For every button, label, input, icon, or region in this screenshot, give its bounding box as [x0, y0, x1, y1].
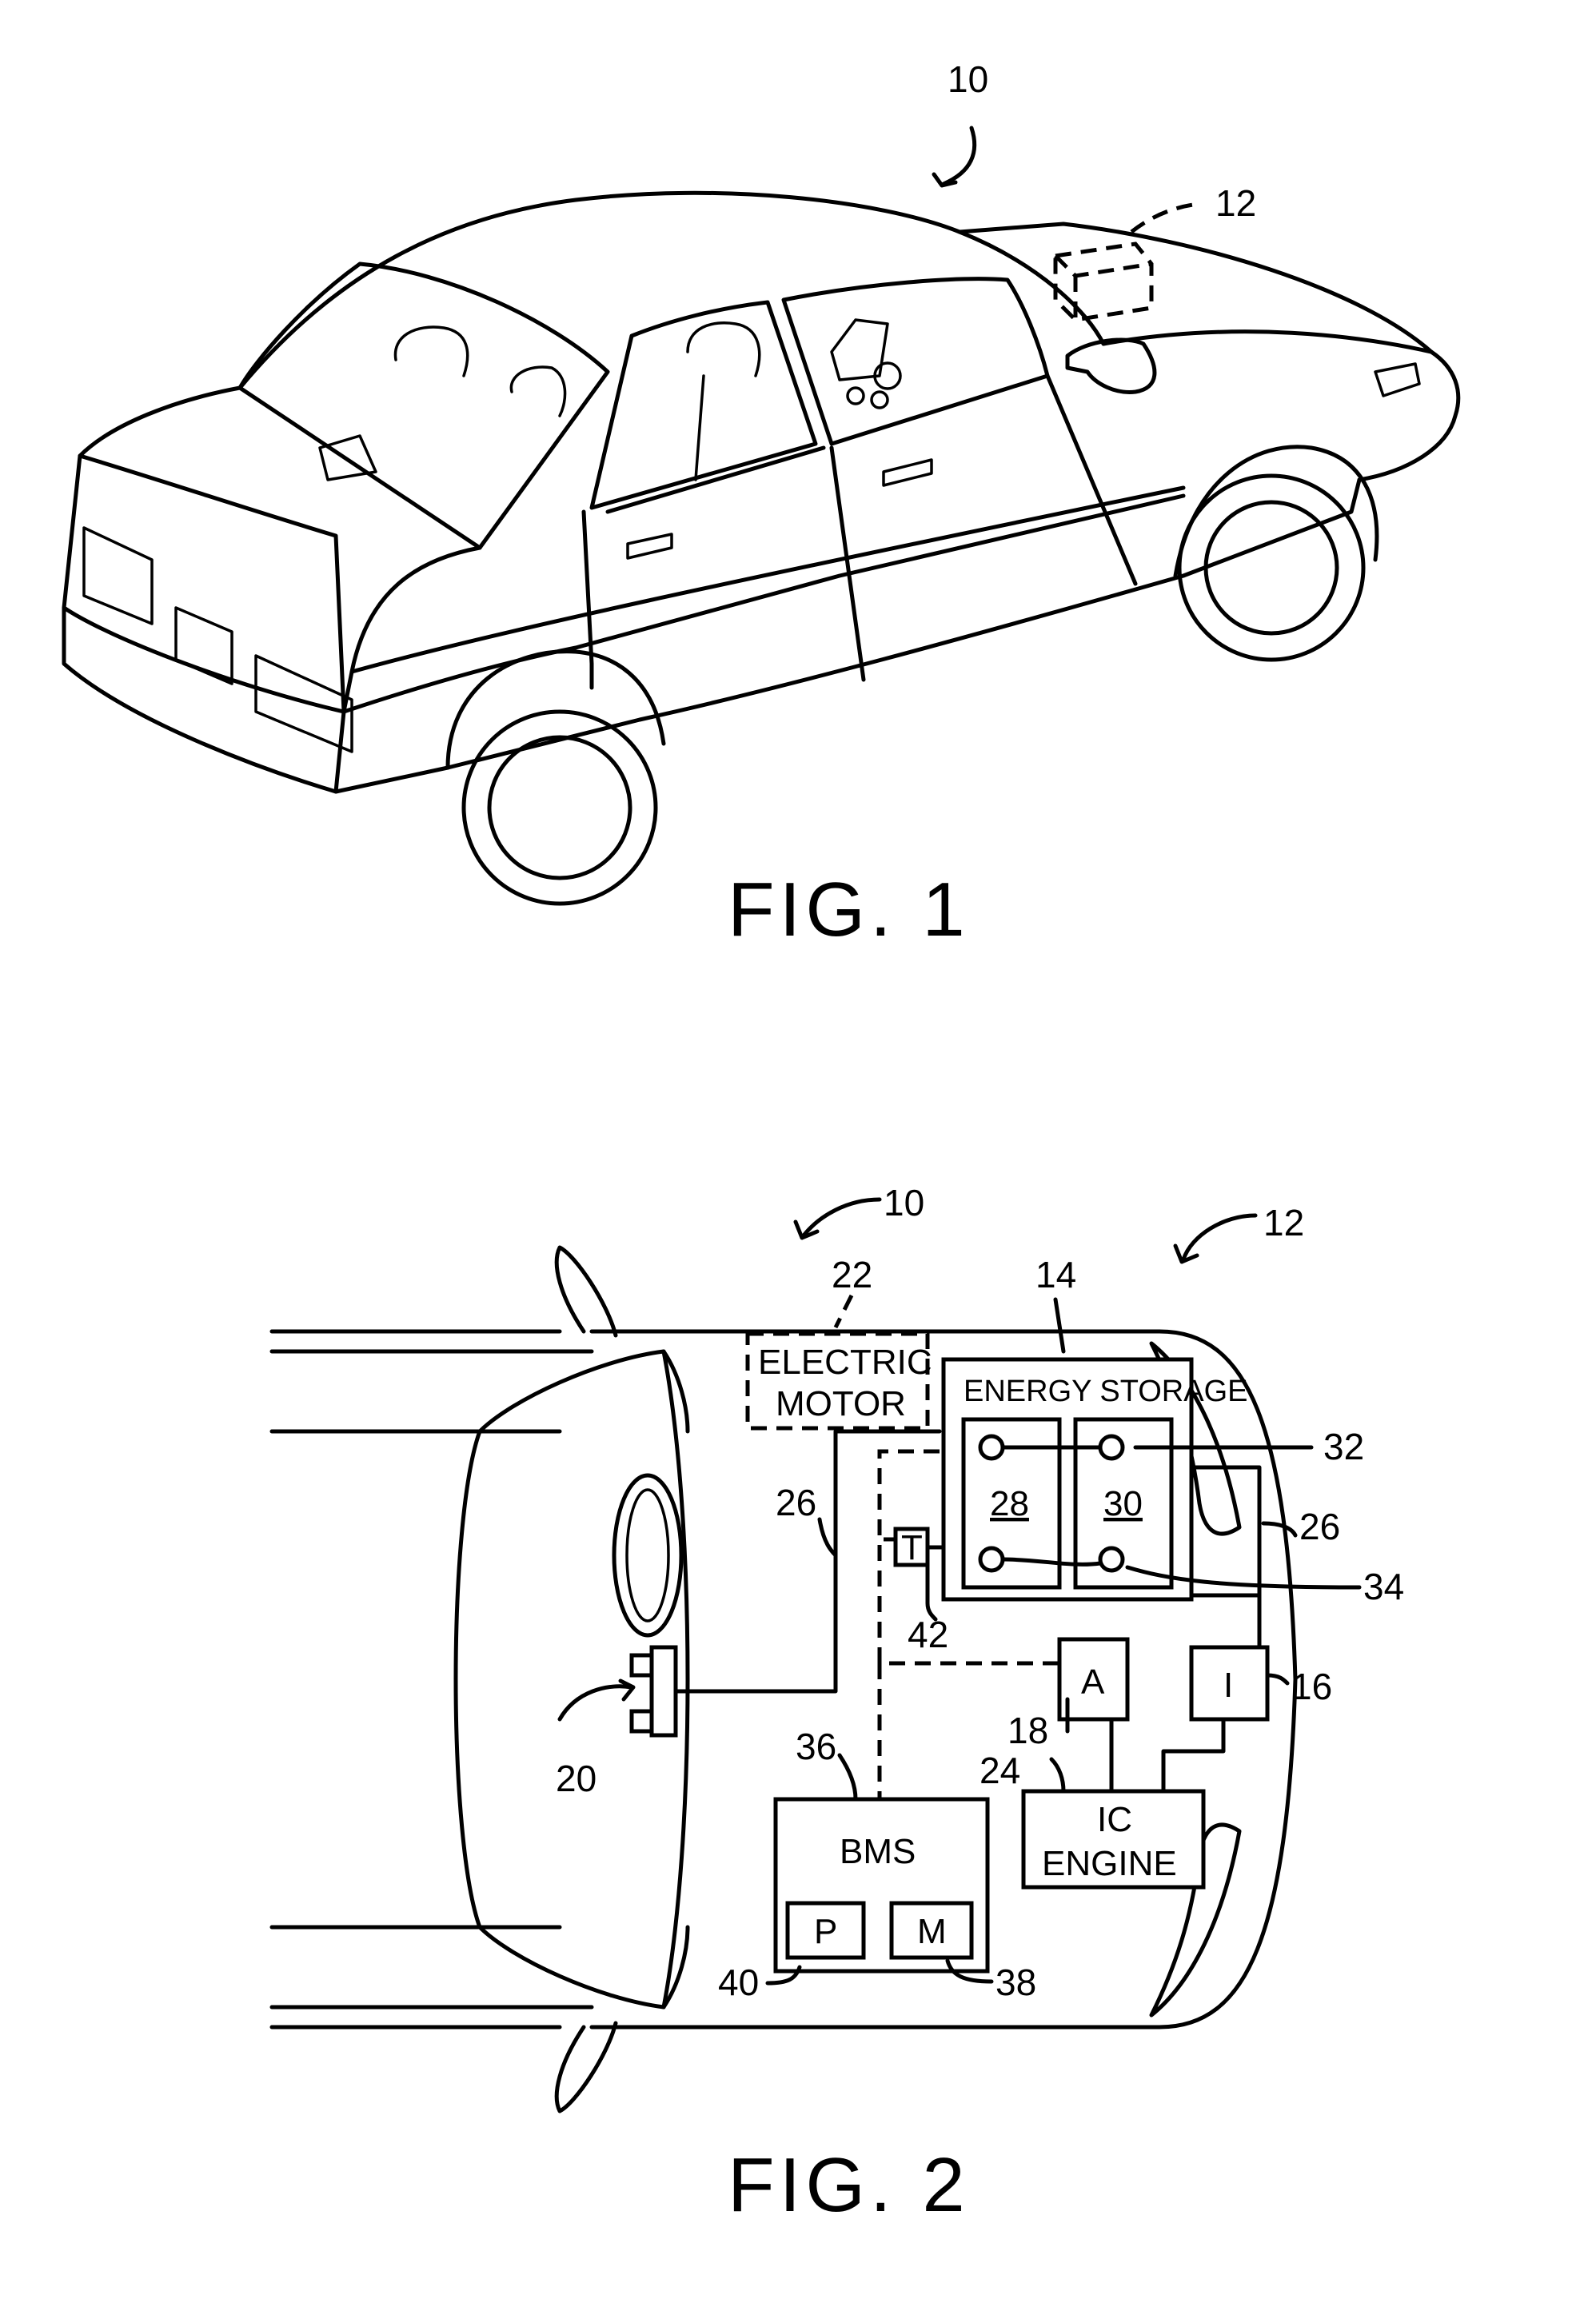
fig2-ref-bus-left: 26	[776, 1482, 816, 1523]
cell-30-label: 30	[1103, 1484, 1143, 1523]
fig2-ref-alternator: 18	[1007, 1710, 1048, 1751]
fig1-leader-10	[944, 128, 975, 184]
ic-engine-label-1: IC	[1097, 1800, 1132, 1839]
fig2-ref-bus-right: 26	[1299, 1506, 1340, 1547]
fig2-ref-terminal-bottom: 34	[1363, 1566, 1404, 1607]
energy-storage: ENERGY STORAGE 28 30	[944, 1359, 1247, 1599]
fig2-caption: FIG. 2	[728, 2142, 970, 2228]
fig2-ref-processor: 40	[718, 1962, 759, 2003]
fig2-ref-terminal-top: 32	[1323, 1426, 1364, 1467]
inverter: I	[1191, 1647, 1267, 1719]
processor-label: P	[814, 1912, 837, 1951]
fig2-ref-bms: 36	[796, 1726, 836, 1767]
electric-motor: ELECTRIC MOTOR	[748, 1334, 932, 1428]
bms: BMS P M	[776, 1799, 988, 1971]
fig2-ref-memory: 38	[996, 1962, 1036, 2003]
fig1-ref-battery: 12	[1215, 182, 1256, 224]
fig2-ref-ic-engine: 24	[980, 1750, 1020, 1791]
ic-engine-label-2: ENGINE	[1042, 1844, 1177, 1883]
electric-motor-label-1: ELECTRIC	[758, 1343, 932, 1382]
cell-28-label: 28	[990, 1484, 1029, 1523]
inverter-label: I	[1223, 1666, 1233, 1705]
terminal-28-top	[980, 1436, 1003, 1459]
fig2-ref-inverter: 16	[1291, 1666, 1332, 1707]
fig1-leader-12	[1131, 204, 1199, 232]
electric-motor-label-2: MOTOR	[776, 1384, 906, 1423]
temp-sensor: T	[896, 1528, 928, 1567]
fig1-battery-hidden	[1055, 244, 1151, 320]
fig1-caption: FIG. 1	[728, 867, 970, 952]
alternator: A	[1059, 1639, 1127, 1719]
terminal-30-bottom	[1100, 1548, 1123, 1571]
bms-label: BMS	[840, 1832, 916, 1871]
fig1-ref-vehicle: 10	[948, 58, 988, 100]
alternator-label: A	[1081, 1662, 1105, 1702]
fig2-ref-electric-motor: 22	[832, 1254, 872, 1295]
figure-1-vehicle	[64, 193, 1458, 904]
terminal-28-bottom	[980, 1548, 1003, 1571]
fig2-ref-vehicle: 10	[884, 1182, 924, 1223]
fig2-ref-starter: 20	[556, 1758, 597, 1799]
fig2-ref-temp-sensor: 42	[908, 1614, 948, 1655]
memory-label: M	[917, 1912, 947, 1951]
terminal-30-top	[1100, 1436, 1123, 1459]
energy-storage-label: ENERGY STORAGE	[964, 1375, 1247, 1408]
temp-sensor-label: T	[901, 1528, 923, 1567]
fig2-ref-energy-storage: 14	[1035, 1254, 1076, 1295]
fig2-ref-battery-system: 12	[1263, 1202, 1304, 1243]
ic-engine: IC ENGINE	[1023, 1791, 1203, 1887]
starter-body	[652, 1647, 676, 1735]
